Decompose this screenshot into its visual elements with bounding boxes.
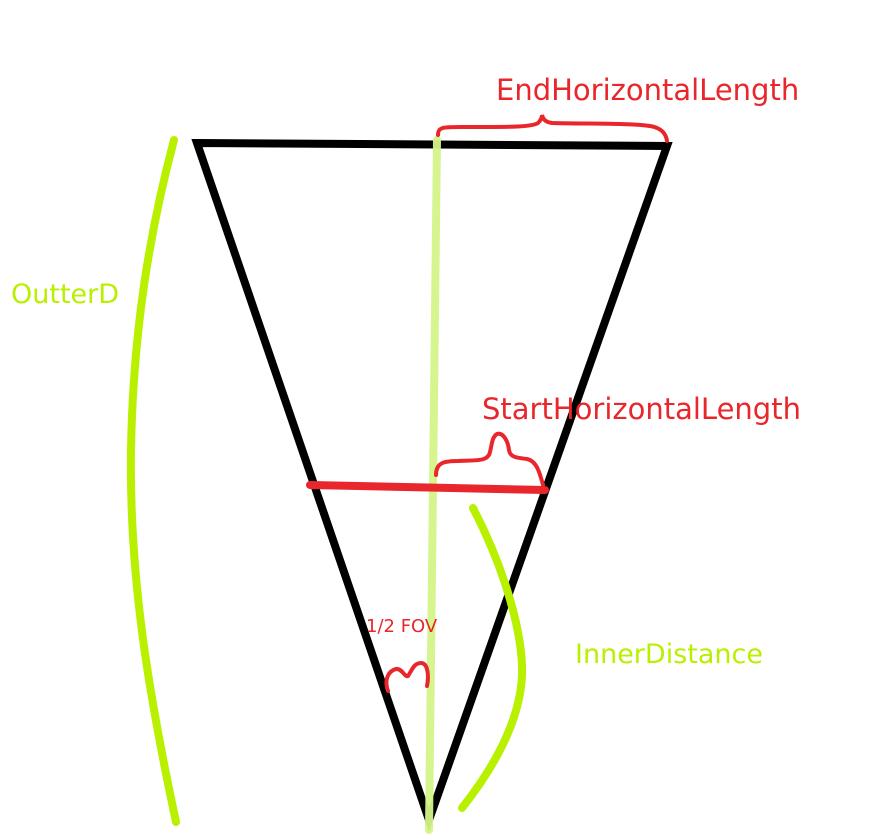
end-horizontal-length-label: EndHorizontalLength bbox=[496, 73, 800, 107]
start-horizontal-line bbox=[306, 481, 549, 494]
outer-distance-curve bbox=[126, 136, 180, 826]
inner-distance-label: InnerDistance bbox=[575, 639, 763, 670]
end-horizontal-brace bbox=[436, 114, 669, 143]
start-horizontal-length-label: StartHorizontalLength bbox=[482, 392, 801, 426]
start-horizontal-brace bbox=[434, 431, 545, 487]
inner-distance-curve bbox=[458, 504, 527, 812]
outer-distance-label: OutterD bbox=[11, 279, 120, 310]
half-fov-angle-mark bbox=[384, 660, 430, 693]
half-fov-label: 1/2 FOV bbox=[366, 616, 438, 637]
